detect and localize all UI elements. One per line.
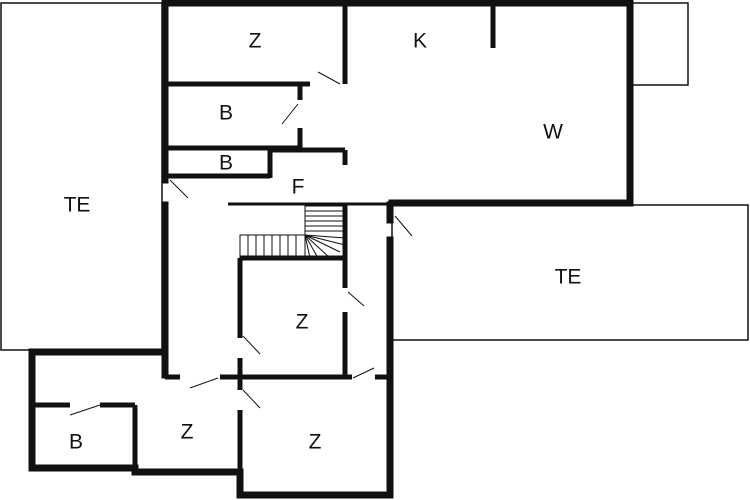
room-label-z-top: Z [249, 30, 262, 53]
room-label-b-lower: B [69, 431, 83, 454]
room-label-b-small: B [219, 152, 233, 175]
room-label-z-lower-right: Z [309, 431, 322, 454]
terrace-left-outline [0, 2, 163, 351]
room-label-f: F [292, 176, 305, 199]
room-label-te-left: TE [64, 194, 91, 217]
room-label-z-lower-left: Z [181, 421, 194, 444]
exterior-walls [28, 0, 634, 499]
room-label-te-right: TE [555, 266, 582, 289]
staircase [239, 205, 346, 259]
room-label-z-middle: Z [296, 311, 309, 334]
interior-walls [35, 3, 496, 495]
room-label-b-upper: B [219, 102, 233, 125]
annex-outline [631, 2, 689, 86]
room-label-w: W [543, 121, 563, 144]
room-label-k: K [413, 30, 427, 53]
door-swings [69, 71, 413, 416]
